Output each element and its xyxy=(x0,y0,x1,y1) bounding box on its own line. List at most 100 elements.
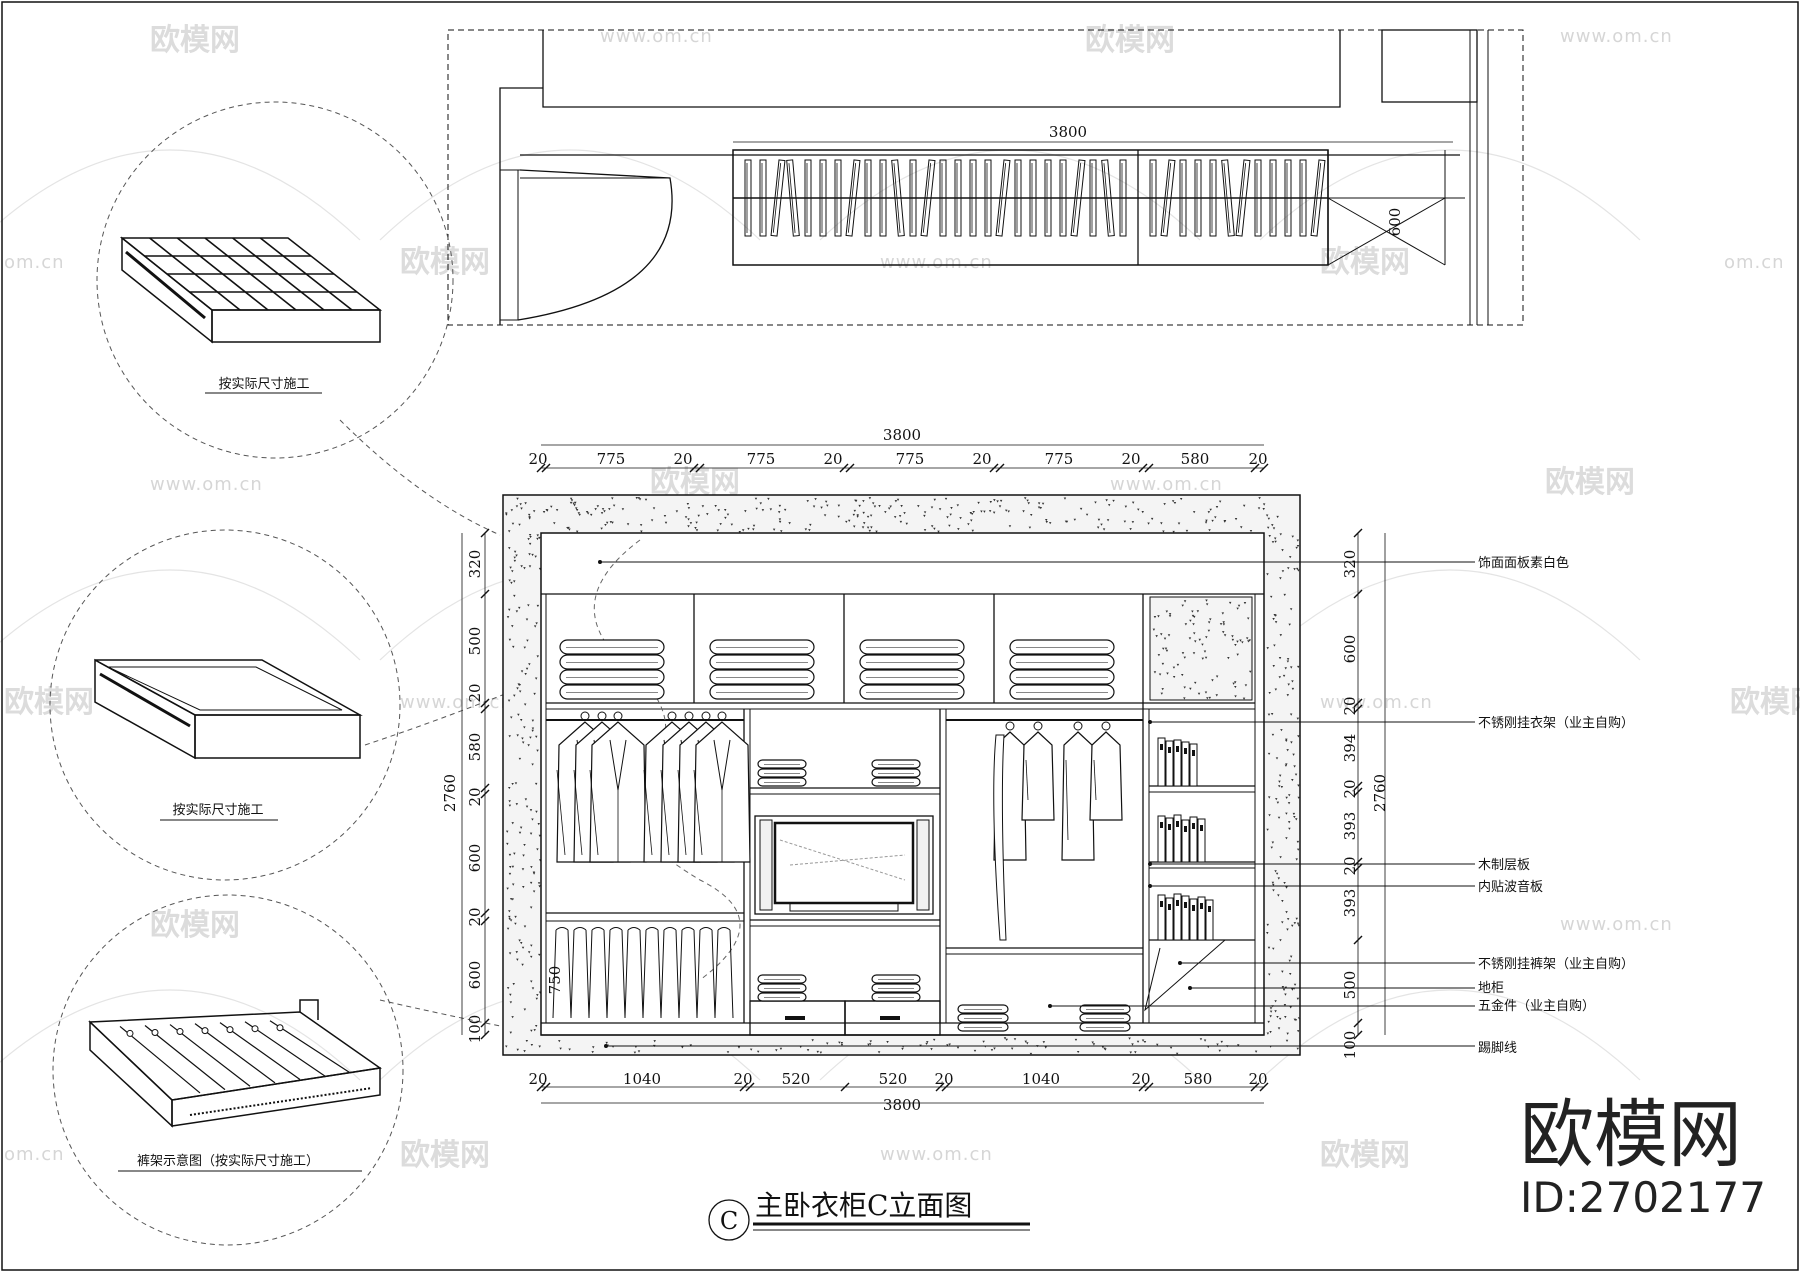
concrete-speckle xyxy=(858,504,861,508)
concrete-speckle xyxy=(894,500,898,503)
concrete-speckle xyxy=(531,553,534,557)
dim-tick xyxy=(935,1082,945,1092)
concrete-speckle xyxy=(1192,652,1196,655)
concrete-speckle xyxy=(847,519,851,522)
concrete-speckle xyxy=(511,570,514,573)
left-dim-label: 750 xyxy=(546,966,564,995)
concrete-speckle xyxy=(1269,1010,1273,1013)
concrete-speckle xyxy=(1219,623,1223,626)
concrete-speckle xyxy=(1265,514,1269,517)
concrete-speckle xyxy=(1128,1037,1131,1040)
hanger xyxy=(1162,163,1172,233)
trouser xyxy=(570,927,590,1019)
concrete-speckle xyxy=(1172,530,1175,534)
concrete-speckle xyxy=(1193,681,1197,685)
left-dim-label: 500 xyxy=(466,627,484,656)
hanger xyxy=(1160,159,1176,237)
concrete-speckle xyxy=(697,514,700,517)
garment-fold xyxy=(1025,759,1029,801)
book xyxy=(1181,819,1190,863)
concrete-speckle xyxy=(522,886,525,889)
concrete-speckle xyxy=(1286,1032,1289,1035)
top-dim-label: 20 xyxy=(673,450,692,468)
concrete-speckle xyxy=(950,507,953,510)
concrete-speckle xyxy=(553,522,556,525)
concrete-speckle xyxy=(1198,638,1201,641)
concrete-speckle xyxy=(516,958,519,961)
hanger xyxy=(804,159,812,237)
concrete-speckle xyxy=(806,500,809,503)
concrete-speckle xyxy=(600,512,604,515)
concrete-speckle xyxy=(515,554,518,557)
concrete-speckle xyxy=(1201,657,1205,660)
concrete-speckle xyxy=(893,516,897,519)
book xyxy=(1173,814,1182,863)
concrete-speckle xyxy=(521,946,525,949)
concrete-speckle xyxy=(1274,688,1278,691)
concrete-speckle xyxy=(896,498,900,501)
jacket-sleeve xyxy=(589,769,599,856)
hanger xyxy=(1103,163,1111,233)
concrete-speckle xyxy=(1270,846,1274,849)
drawer-box xyxy=(94,658,363,760)
concrete-speckle xyxy=(1287,683,1290,686)
concrete-speckle xyxy=(1091,1041,1094,1044)
bottom-dim-label: 20 xyxy=(1248,1070,1267,1088)
concrete-speckle xyxy=(1155,1043,1159,1046)
concrete-speckle xyxy=(1284,993,1287,996)
concrete-speckle xyxy=(637,497,641,500)
concrete-speckle xyxy=(535,997,539,1000)
concrete-speckle xyxy=(574,501,577,505)
concrete-speckle xyxy=(1254,1050,1258,1053)
book-label xyxy=(1192,823,1195,829)
book-label xyxy=(1184,748,1187,754)
concrete-speckle xyxy=(1271,524,1274,527)
drawer-grid-tray xyxy=(119,236,383,344)
concrete-speckle xyxy=(808,529,811,532)
concrete-speckle xyxy=(1106,519,1110,522)
concrete-speckle xyxy=(518,606,521,610)
hanger xyxy=(770,159,786,237)
concrete-speckle xyxy=(856,514,859,517)
concrete-speckle xyxy=(577,512,581,515)
folded-garment xyxy=(871,777,921,787)
concrete-speckle xyxy=(1295,567,1299,571)
concrete-speckle xyxy=(1105,499,1108,502)
concrete-speckle xyxy=(530,980,533,983)
folded-garment xyxy=(559,654,665,670)
folded-garment xyxy=(859,654,965,670)
hanger-hook xyxy=(717,711,727,721)
concrete-speckle xyxy=(1281,549,1284,552)
concrete-speckle xyxy=(1288,827,1291,830)
concrete-speckle xyxy=(814,498,817,501)
concrete-speckle xyxy=(1211,679,1214,682)
folded-garment xyxy=(559,684,665,700)
concrete-speckle xyxy=(1161,647,1165,650)
hanging-jackets xyxy=(556,711,751,863)
concrete-speckle xyxy=(538,885,541,888)
concrete-speckle xyxy=(689,522,693,525)
rack-bar-end xyxy=(276,1024,284,1032)
concrete-speckle xyxy=(511,822,514,825)
concrete-speckle xyxy=(1192,511,1196,514)
concrete-speckle xyxy=(1041,502,1045,505)
concrete-speckle xyxy=(518,831,522,834)
concrete-speckle xyxy=(516,734,519,737)
concrete-speckle xyxy=(1276,801,1280,804)
concrete-speckle xyxy=(533,1029,536,1032)
concrete-speckle xyxy=(1281,986,1285,989)
concrete-speckle xyxy=(837,515,840,518)
hanger xyxy=(1044,159,1052,237)
concrete-speckle xyxy=(1191,610,1194,613)
hanger xyxy=(819,159,827,237)
hanger xyxy=(1014,159,1022,237)
concrete-speckle xyxy=(594,508,597,511)
rack-bar xyxy=(144,1025,226,1091)
concrete-speckle xyxy=(509,1001,513,1004)
concrete-speckle xyxy=(1288,972,1292,976)
concrete-speckle xyxy=(1267,713,1271,716)
concrete-speckle xyxy=(530,866,533,869)
trouser xyxy=(678,927,698,1019)
concrete-speckle xyxy=(569,497,573,500)
concrete-speckle xyxy=(948,524,951,527)
